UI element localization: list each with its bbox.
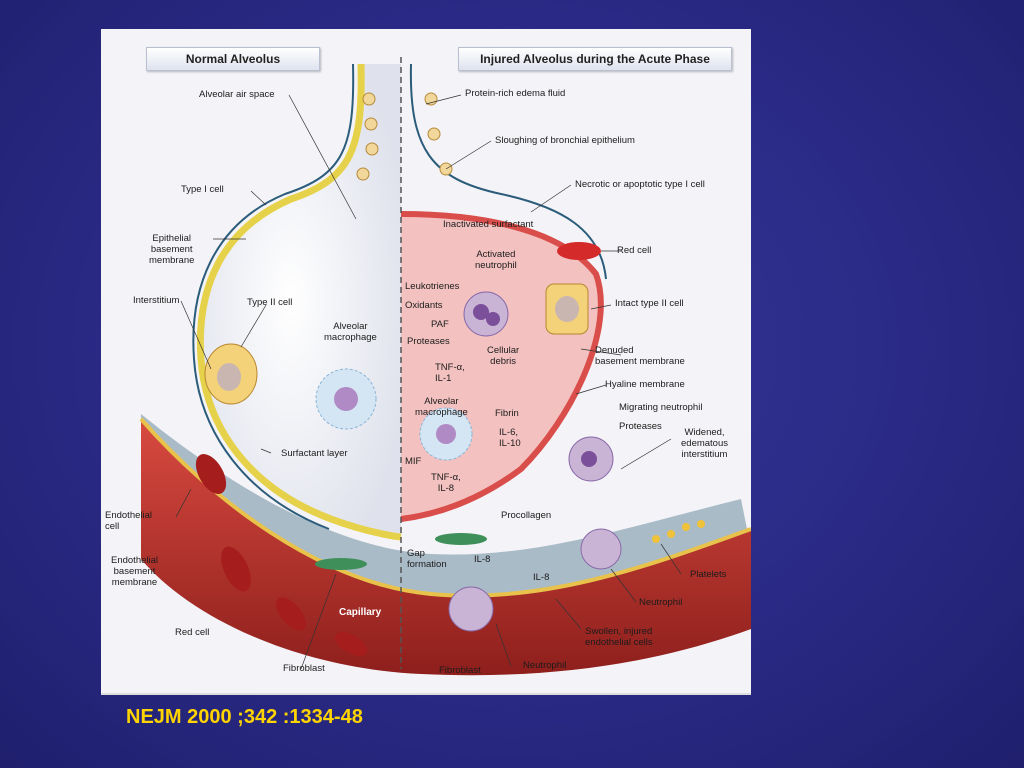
label-red-cell-left: Red cell (175, 627, 210, 638)
label-interstitium: Interstitium (133, 295, 180, 306)
label-migrating-neutrophil: Migrating neutrophil (619, 402, 703, 413)
label-endothelial-basement-membrane: Endothelial basement membrane (111, 555, 159, 588)
citation: NEJM 2000 ;342 :1334-48 (126, 706, 363, 728)
label-activated-neutrophil: Activated neutrophil (475, 249, 517, 271)
label-paf: PAF (431, 319, 449, 330)
label-epithelial-basement-membrane: Epithelial basement membrane (149, 233, 195, 266)
figure-panel: Normal Alveolus Injured Alveolus during … (101, 29, 751, 695)
label-leukotrienes: Leukotrienes (405, 281, 460, 292)
label-sloughing: Sloughing of bronchial epithelium (495, 135, 635, 146)
label-fibrin: Fibrin (495, 408, 519, 419)
label-neutrophil-bottom: Neutrophil (523, 660, 567, 671)
label-il8-a: IL-8 (474, 554, 491, 565)
label-alveolar-macrophage-right: Alveolar macrophage (415, 396, 468, 418)
label-type-ii-cell: Type II cell (247, 297, 293, 308)
label-oxidants: Oxidants (405, 300, 443, 311)
label-endothelial-cell: Endothelial cell (105, 510, 153, 532)
label-il8-b: IL-8 (533, 572, 550, 583)
label-necrotic-type-i: Necrotic or apoptotic type I cell (575, 179, 705, 190)
header-normal-alveolus: Normal Alveolus (146, 47, 320, 71)
label-neutrophil: Neutrophil (639, 597, 683, 608)
label-alveolar-air-space: Alveolar air space (199, 89, 275, 100)
label-proteases: Proteases (407, 336, 450, 347)
alveolar-wall-outline (192, 63, 355, 530)
label-cellular-debris: Cellular debris (487, 345, 520, 367)
label-swollen-endothelial: Swollen, injured endothelial cells (585, 626, 653, 648)
red-cell-shape (195, 454, 227, 494)
header-injured-alveolus: Injured Alveolus during the Acute Phase (458, 47, 732, 71)
alveolus-illustration (139, 57, 751, 676)
label-type-i-cell: Type I cell (181, 184, 224, 195)
label-alveolar-macrophage-left: Alveolar macrophage (324, 321, 377, 343)
hyaline-membrane (400, 211, 604, 522)
label-procollagen: Procollagen (501, 510, 552, 521)
label-widened-interstitium: Widened, edematous interstitium (681, 427, 729, 460)
label-fibroblast-right: Fibroblast (439, 665, 481, 676)
red-cell-shape (557, 242, 601, 260)
label-red-cell-right: Red cell (617, 245, 652, 256)
alveolar-air-space (200, 64, 401, 537)
label-denuded-basement-membrane: Denuded basement membrane (595, 345, 685, 367)
label-tnf-il1: TNF-α, IL-1 (435, 362, 465, 384)
label-hyaline-membrane: Hyaline membrane (605, 379, 685, 390)
label-fibroblast-left: Fibroblast (283, 663, 325, 674)
red-cell-shape (221, 546, 251, 592)
label-tnf-il8: TNF-α, IL-8 (431, 472, 461, 494)
label-protein-edema: Protein-rich edema fluid (465, 88, 566, 99)
label-il6-il10: IL-6, IL-10 (499, 427, 521, 449)
label-gap-formation: Gap formation (407, 548, 447, 570)
label-surfactant-layer: Surfactant layer (281, 448, 348, 459)
label-platelets: Platelets (690, 569, 727, 580)
red-cell-shape (276, 597, 306, 631)
label-proteases-migrating: Proteases (619, 421, 662, 432)
red-cell-shape (334, 632, 368, 656)
label-capillary: Capillary (339, 607, 382, 618)
label-inactivated-surfactant: Inactivated surfactant (443, 219, 534, 230)
label-mif: MIF (405, 456, 422, 467)
label-intact-type-ii: Intact type II cell (615, 298, 684, 309)
